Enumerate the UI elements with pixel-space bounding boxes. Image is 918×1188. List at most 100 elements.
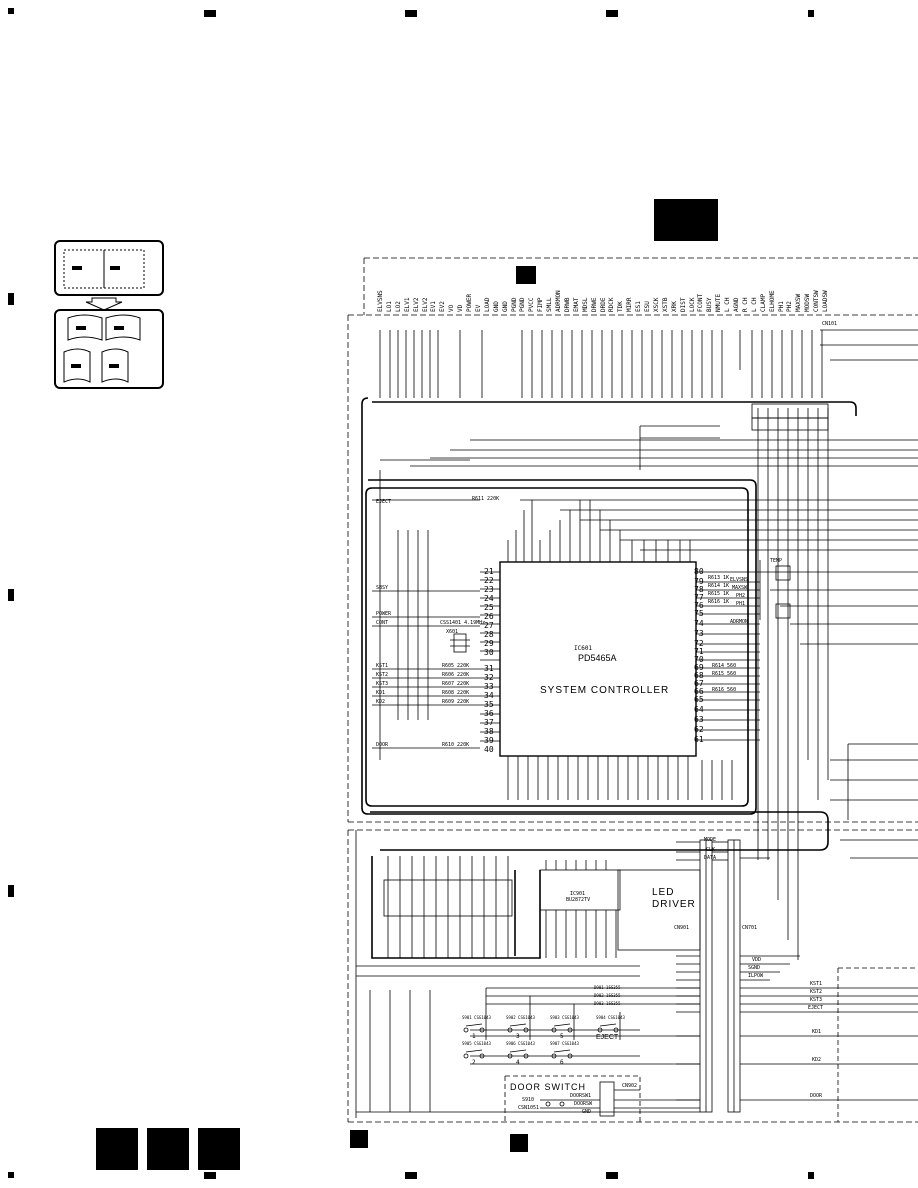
svg-text:64: 64 (694, 705, 704, 714)
signal-label: KD2 (376, 699, 386, 705)
diode-label: D902 1SS355 (594, 993, 621, 998)
signal-label: KST2 (376, 672, 389, 678)
section-marker (510, 1134, 528, 1152)
connector-pin-label: BUSY (706, 297, 714, 312)
door-connector-ref: CN902 (622, 1083, 638, 1089)
resistor-label: R608 220K (442, 690, 470, 696)
svg-text:61: 61 (694, 735, 704, 744)
top-edge-tick (204, 10, 216, 17)
connector-pin-label: PGND (510, 297, 518, 312)
page-indicator-box (147, 1128, 189, 1170)
connector-pin-label: LOAD (483, 297, 491, 312)
signal-label: TEMP (770, 558, 783, 564)
svg-text:40: 40 (484, 745, 494, 754)
top-edge-tick (606, 10, 618, 17)
switch-number: 6 (560, 1059, 564, 1066)
connector-pin-label: ELV2 (412, 297, 420, 312)
signal-label: KD1 (376, 690, 386, 696)
svg-text:29: 29 (484, 639, 494, 648)
signal-label: EJECT (808, 1005, 824, 1011)
connector-pin-label: LOCK (688, 297, 696, 312)
connector-pin-label: XRK (670, 301, 678, 312)
connector-pin-label: DIST (679, 297, 687, 312)
connector-pin-label: PH1 (777, 301, 785, 312)
signal-label: ELVSNS (730, 577, 749, 583)
signal-label: KST1 (810, 981, 823, 987)
connector-pin-label: EV2 (439, 301, 447, 312)
led-ic-ref: IC901 (570, 891, 586, 897)
signal-label: KST1 (376, 663, 389, 669)
connector-pin-label: ELV2 (421, 297, 429, 312)
svg-text:63: 63 (694, 715, 704, 724)
signal-label: DOOR (376, 742, 389, 748)
side-edge-tick (8, 293, 14, 305)
crystal-label: CSS1401 4.19MHz (440, 620, 486, 626)
svg-text:66: 66 (694, 687, 704, 696)
connector-pin-label: VO (448, 304, 456, 312)
connector-pin-label: EV1 (430, 301, 438, 312)
signal-label: EJECT (376, 499, 392, 505)
resistor-label: R616 560 (712, 687, 737, 693)
door-signal: DOORSW (574, 1101, 593, 1107)
svg-text:32: 32 (484, 673, 494, 682)
top-edge-tick (405, 10, 417, 17)
signal-label: CLK (706, 847, 716, 853)
svg-text:79: 79 (694, 577, 704, 586)
svg-text:71: 71 (694, 647, 704, 656)
connector-pin-label: VD (457, 304, 465, 312)
switch-number: 3 (516, 1033, 520, 1040)
signal-label: MODE (704, 837, 717, 843)
svg-text:39: 39 (484, 736, 494, 745)
door-switch-label: DOOR SWITCH (510, 1082, 586, 1092)
connector-pin-label: SMLL (546, 297, 554, 312)
resistor-label: R616 1K (708, 599, 730, 605)
switch-label: S901 CSG1043 (462, 1015, 491, 1020)
connector-pin-label: ELVSNS (377, 290, 384, 312)
svg-text:30: 30 (484, 648, 494, 657)
svg-text:65: 65 (694, 695, 704, 704)
svg-text:28: 28 (484, 630, 494, 639)
resistor-label: R615 1K (708, 591, 730, 597)
connector-pin-label: FCONT (697, 293, 705, 312)
page-indicator-box (96, 1128, 138, 1170)
svg-text:21: 21 (484, 567, 494, 576)
page-map-diagram (54, 240, 164, 390)
resistor-label: R614 1K (708, 583, 730, 589)
signal-label: ADRMON (730, 619, 749, 625)
svg-text:34: 34 (484, 691, 494, 700)
resistor-label: R615 560 (712, 671, 737, 677)
signal-label: KST3 (376, 681, 389, 687)
bottom-edge-tick (808, 1172, 814, 1179)
svg-text:76: 76 (694, 601, 704, 610)
bottom-edge-tick (405, 1172, 417, 1179)
resistor-label: R611 220K (472, 496, 500, 502)
signal-label: VDD (752, 957, 762, 963)
diode-label: D901 1SS355 (594, 985, 621, 990)
signal-label: POWER (376, 611, 392, 617)
connector-pin-label: DRWE (590, 297, 598, 312)
connector-pin-label: TDK (617, 301, 625, 312)
signal-label: KD2 (812, 1057, 822, 1063)
connector-pin-label: L CH (750, 297, 758, 312)
switch-label: S904 CSG1043 (596, 1015, 625, 1020)
bottom-edge-tick (606, 1172, 618, 1179)
connector-pin-label: RDCK (608, 297, 616, 312)
switch-number: 5 (560, 1033, 564, 1040)
eject-label: EJECT (596, 1034, 619, 1041)
connector-pin-label: MDSL (581, 297, 589, 312)
svg-text:78: 78 (694, 585, 704, 594)
svg-text:80: 80 (694, 567, 704, 576)
svg-text:33: 33 (484, 682, 494, 691)
connector-pin-label: XSCK (652, 297, 660, 312)
resistor-label: R613 1K (708, 575, 730, 581)
page-map-svg (54, 240, 164, 389)
connector-pin-label: ES1 (635, 301, 643, 312)
svg-text:68: 68 (694, 671, 704, 680)
connector-pin-label: L CH (724, 297, 732, 312)
connector-pin-label: CONTSW (813, 290, 821, 312)
ic-part-label: PD5465A (578, 653, 617, 663)
connector-ref: CN901 (674, 925, 690, 931)
svg-text:72: 72 (694, 639, 704, 648)
connector-pin-label: R CH (741, 297, 749, 312)
resistor-label: R606 220K (442, 672, 470, 678)
